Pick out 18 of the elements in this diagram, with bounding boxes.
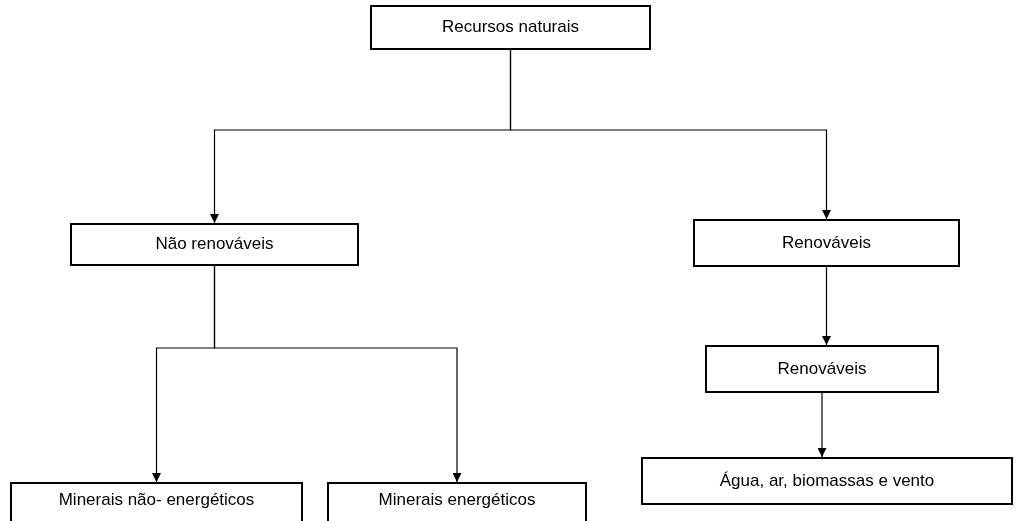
box-label: Renováveis (777, 358, 867, 380)
box-label: Recursos naturais (442, 17, 579, 38)
arrow (509, 49, 831, 220)
process-box (705, 345, 939, 393)
arrow (822, 266, 831, 346)
process-box (641, 457, 1013, 505)
box-label: Água, ar, biomassas e vento (719, 470, 935, 492)
process-box (10, 482, 303, 521)
process-box (70, 223, 359, 266)
process-box (370, 5, 651, 50)
box-label: Não renováveis (155, 234, 274, 255)
process-box (327, 482, 587, 521)
box-label: Renováveis (782, 232, 871, 254)
box-label: Minerais não- energéticos (58, 490, 255, 511)
arrow (817, 392, 827, 458)
process-box (693, 219, 960, 267)
box-label: Minerais energéticos (378, 490, 536, 511)
arrow (213, 265, 462, 483)
